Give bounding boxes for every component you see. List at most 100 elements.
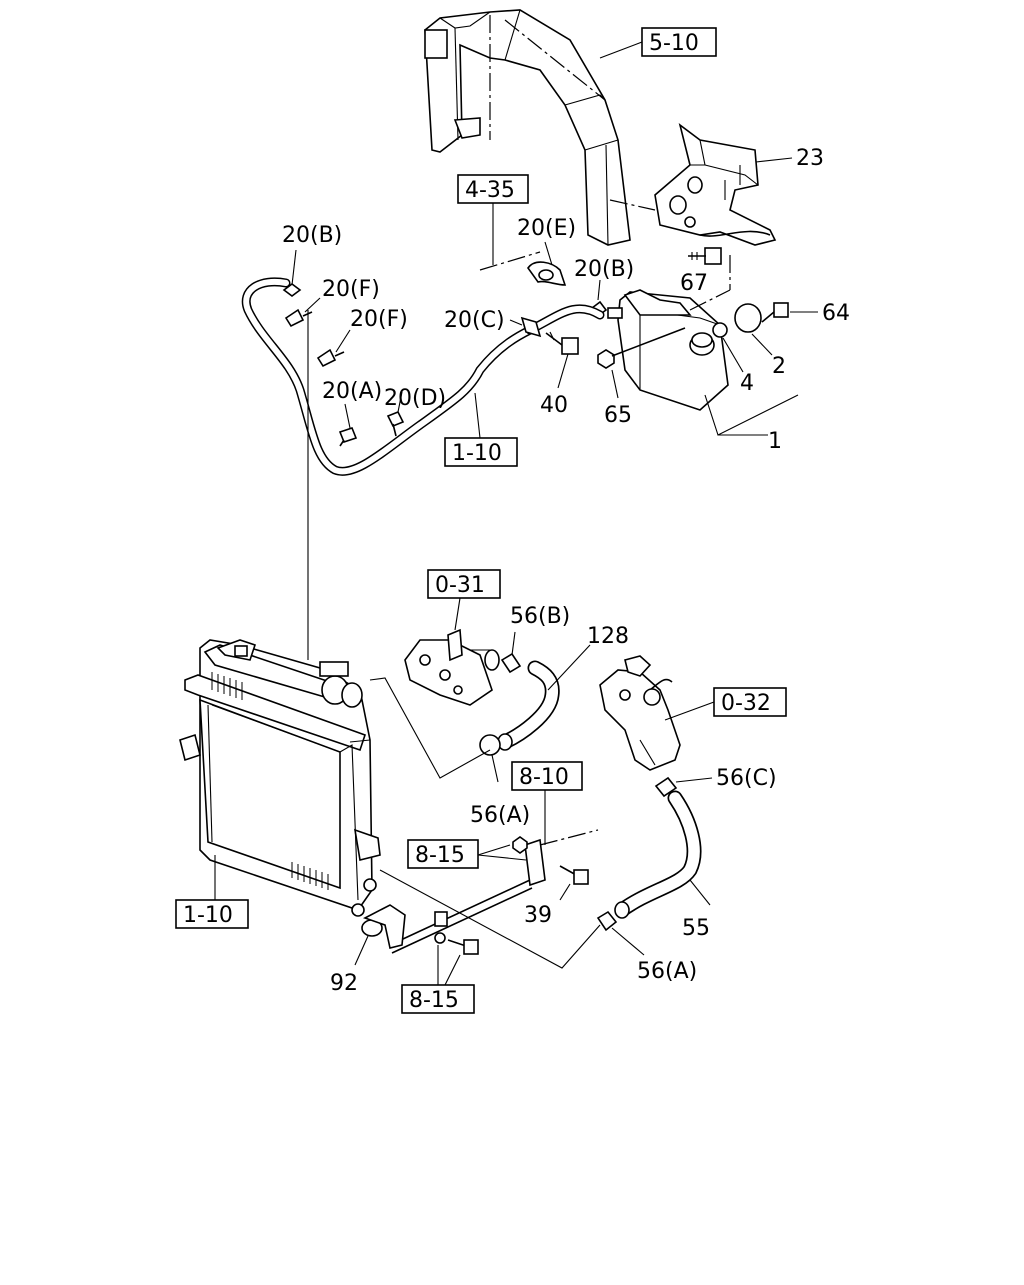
leader-56c <box>675 777 713 783</box>
ref-8-10: 8-10 <box>519 765 569 790</box>
leader-55 <box>689 879 711 906</box>
label-56c: 56(C) <box>716 766 777 791</box>
ref-5-10: 5-10 <box>649 31 699 56</box>
nut-8-15-top <box>512 836 528 854</box>
clamp-20c <box>520 316 542 338</box>
leader-0-31 <box>454 597 461 631</box>
bolt-40 <box>545 331 579 355</box>
leader-0-32 <box>664 701 715 721</box>
leader-39 <box>559 883 571 901</box>
cap-seal-ring <box>712 322 728 338</box>
ref-8-15-b: 8-15 <box>409 988 459 1013</box>
label-20b-right: 20(B) <box>574 257 634 282</box>
label-20f-2: 20(F) <box>350 307 408 332</box>
thermostat-housing <box>404 628 500 706</box>
nut-65 <box>597 349 615 369</box>
bolt-67 <box>688 247 722 265</box>
label-64: 64 <box>822 301 850 326</box>
ref-0-32: 0-32 <box>721 691 771 716</box>
clamp-56a-bottom <box>596 910 618 932</box>
clamp-56a-mid <box>479 734 501 756</box>
bolt-64 <box>761 302 789 323</box>
ref-box-1-10-top <box>444 437 518 467</box>
label-39: 39 <box>524 903 552 928</box>
clip-20d <box>386 410 405 437</box>
label-20e: 20(E) <box>517 216 576 241</box>
leader-20d <box>397 391 403 413</box>
water-pump-housing <box>599 655 681 771</box>
bolt-39 <box>559 865 589 885</box>
label-20f-1: 20(F) <box>322 277 380 302</box>
label-23: 23 <box>796 146 824 171</box>
clamp-56b <box>500 652 522 674</box>
lower-mount-bracket <box>362 829 599 954</box>
label-56a-mid: 56(A) <box>470 803 530 828</box>
ref-box-0-32 <box>713 687 787 717</box>
tank-mount-line-2 <box>689 289 731 311</box>
leader-1-10-top <box>474 392 481 439</box>
clip-20a <box>338 427 358 447</box>
leader-8-15-a <box>477 844 527 861</box>
label-55: 55 <box>682 916 710 941</box>
label-128: 128 <box>587 624 629 649</box>
label-56b: 56(B) <box>510 604 570 629</box>
ref-box-8-15-a <box>407 839 479 869</box>
leader-56b <box>511 631 516 656</box>
label-1: 1 <box>768 429 782 454</box>
ref-box-5-10 <box>641 27 717 57</box>
clip-e-line <box>479 251 541 271</box>
clamp-56c <box>654 776 678 798</box>
radiator <box>179 639 381 917</box>
ref-box-1-10-bottom <box>175 899 249 929</box>
leader-23 <box>755 157 793 163</box>
reservoir-cap <box>734 303 762 333</box>
leader-65 <box>611 369 619 399</box>
leader-56a-mid <box>491 754 499 783</box>
leader-4 <box>722 337 744 373</box>
label-2: 2 <box>772 354 786 379</box>
reservoir-bracket <box>654 123 777 246</box>
clamp-20b-left <box>282 283 302 297</box>
ref-4-35: 4-35 <box>465 178 515 203</box>
ref-1-10-bottom: 1-10 <box>183 903 233 928</box>
upper-radiator-hose <box>497 660 560 751</box>
leader-8-15-b-2 <box>444 954 461 986</box>
clip-20e <box>527 261 567 286</box>
label-40: 40 <box>540 393 568 418</box>
leader-20c <box>509 319 523 326</box>
label-67: 67 <box>680 271 708 296</box>
lower-radiator-hose <box>614 790 702 919</box>
label-92: 92 <box>330 971 358 996</box>
leader-2 <box>751 333 773 356</box>
hose-routing-line-upper <box>369 677 491 779</box>
frame-centerline-2 <box>504 19 606 101</box>
ref-8-15-a: 8-15 <box>415 843 465 868</box>
ref-box-8-10 <box>511 761 583 791</box>
leader-20b-right <box>597 279 601 301</box>
overflow-hose <box>241 277 605 476</box>
ref-0-31: 0-31 <box>435 573 485 598</box>
leader-1-bracket <box>704 394 799 436</box>
hose-routing-line-lower <box>379 869 601 969</box>
leader-40 <box>557 353 569 389</box>
ref-box-0-31 <box>427 569 501 599</box>
nut-65-line <box>611 327 686 357</box>
label-20b-left: 20(B) <box>282 223 342 248</box>
leader-5-10 <box>599 41 643 59</box>
leader-20b-left <box>291 249 297 286</box>
label-4: 4 <box>740 371 754 396</box>
clip-20f-2 <box>316 348 345 368</box>
leader-20a <box>344 403 351 429</box>
reservoir-tank <box>607 289 729 411</box>
leader-20f-2 <box>335 329 351 353</box>
leader-128 <box>547 644 591 691</box>
label-20c: 20(C) <box>444 308 505 333</box>
label-65: 65 <box>604 403 632 428</box>
bracket-centerline <box>609 199 656 211</box>
bolt-8-15-lower <box>434 932 479 955</box>
drain-plug-92 <box>354 919 383 966</box>
leader-20e <box>544 241 553 266</box>
label-56a-bottom: 56(A) <box>637 959 697 984</box>
